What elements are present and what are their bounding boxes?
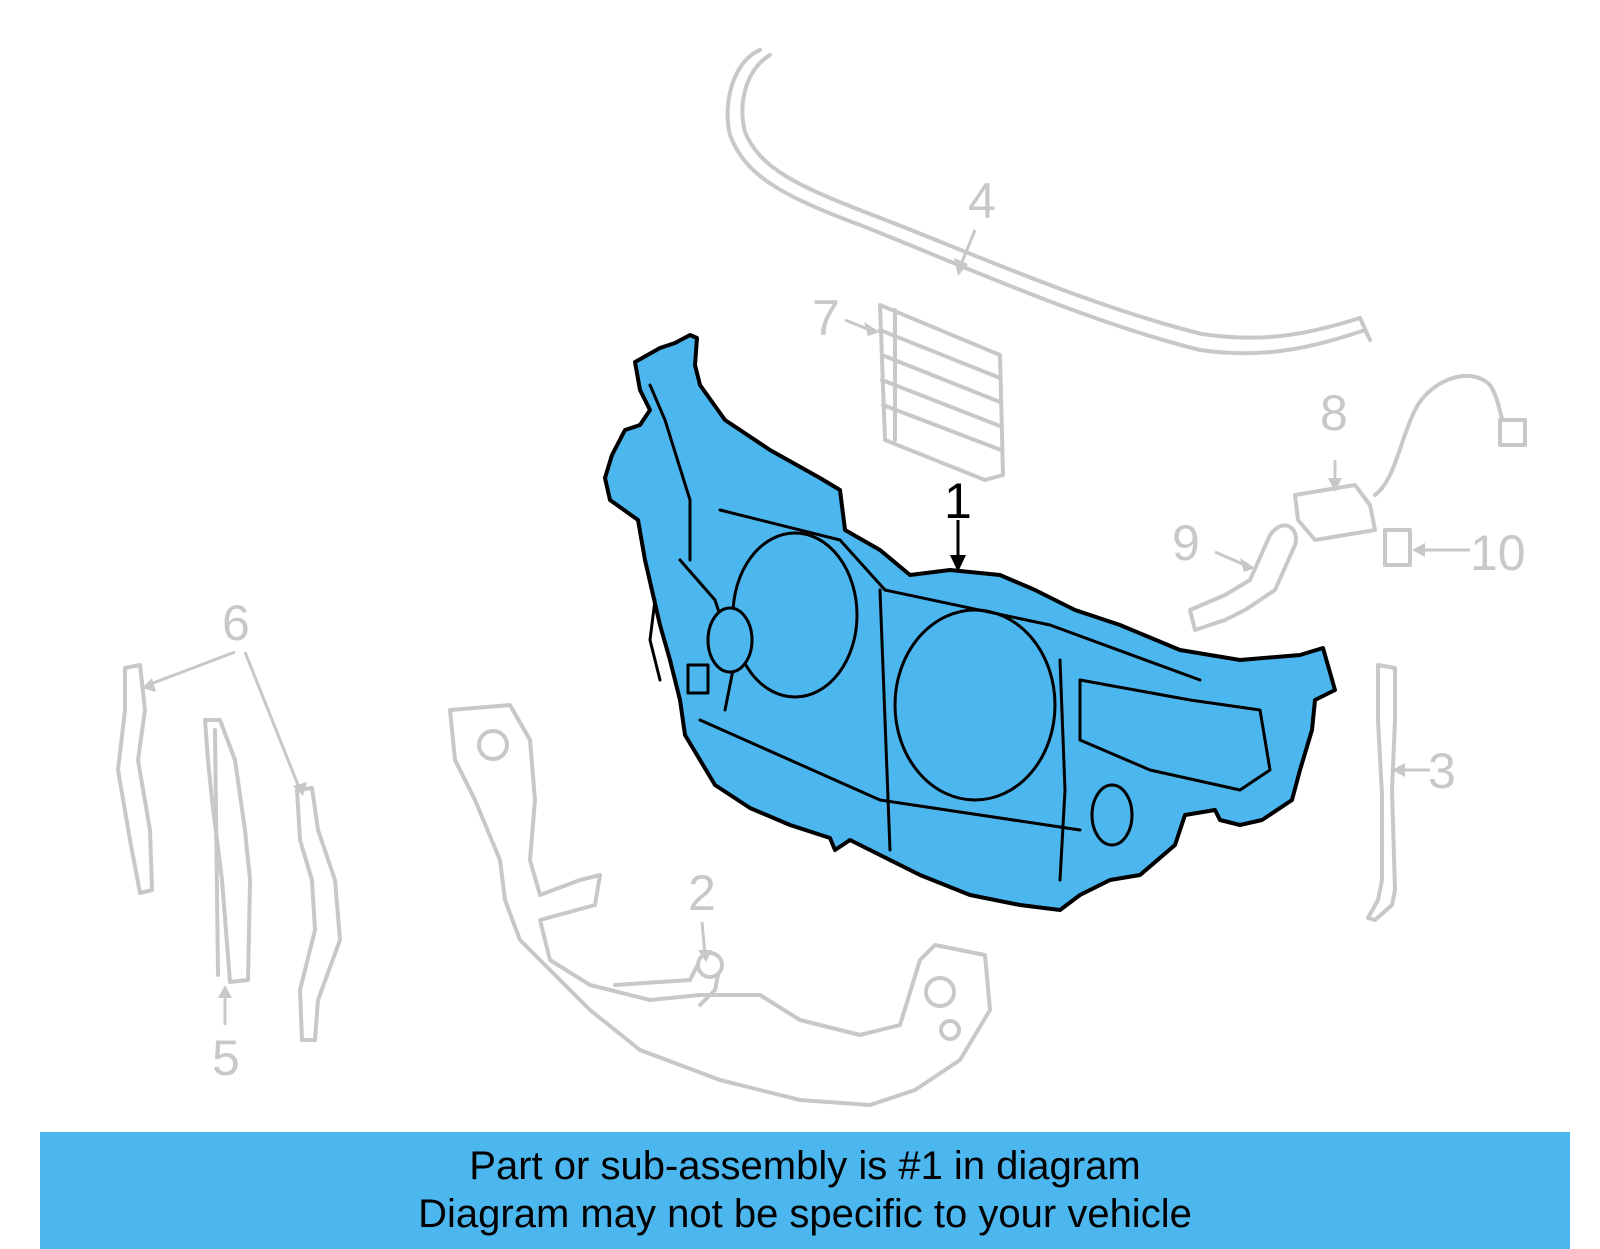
callout-1: 1 xyxy=(944,473,972,529)
part-3-side-bracket xyxy=(1366,663,1397,922)
part-6-bracket-right xyxy=(295,786,342,1042)
part-9-sensor xyxy=(1188,523,1298,632)
callout-labels: 1 2 3 4 5 6 7 8 9 10 xyxy=(212,173,1526,1086)
callout-7: 7 xyxy=(812,290,840,346)
callout-4: 4 xyxy=(968,173,996,229)
banner-line-1: Part or sub-assembly is #1 in diagram xyxy=(469,1144,1141,1188)
part-4-upper-bar xyxy=(725,48,1372,356)
part-6-bracket-left xyxy=(116,663,154,895)
part-8-wiring-harness xyxy=(1293,374,1527,542)
callout-2: 2 xyxy=(688,865,716,921)
callout-3: 3 xyxy=(1428,743,1456,799)
part-7-grille-panel xyxy=(878,303,1005,482)
banner-line-2: Diagram may not be specific to your vehi… xyxy=(418,1192,1192,1236)
part-10-clip xyxy=(1383,528,1412,567)
callout-5: 5 xyxy=(212,1030,240,1086)
part-1-radiator-support xyxy=(603,333,1337,912)
callout-8: 8 xyxy=(1320,385,1348,441)
info-banner: Part or sub-assembly is #1 in diagram Di… xyxy=(40,1132,1570,1249)
callout-9: 9 xyxy=(1172,515,1200,571)
callout-arrows xyxy=(142,229,1470,1025)
callout-6: 6 xyxy=(222,595,250,651)
callout-10: 10 xyxy=(1470,525,1526,581)
part-5-bracket xyxy=(203,718,252,984)
